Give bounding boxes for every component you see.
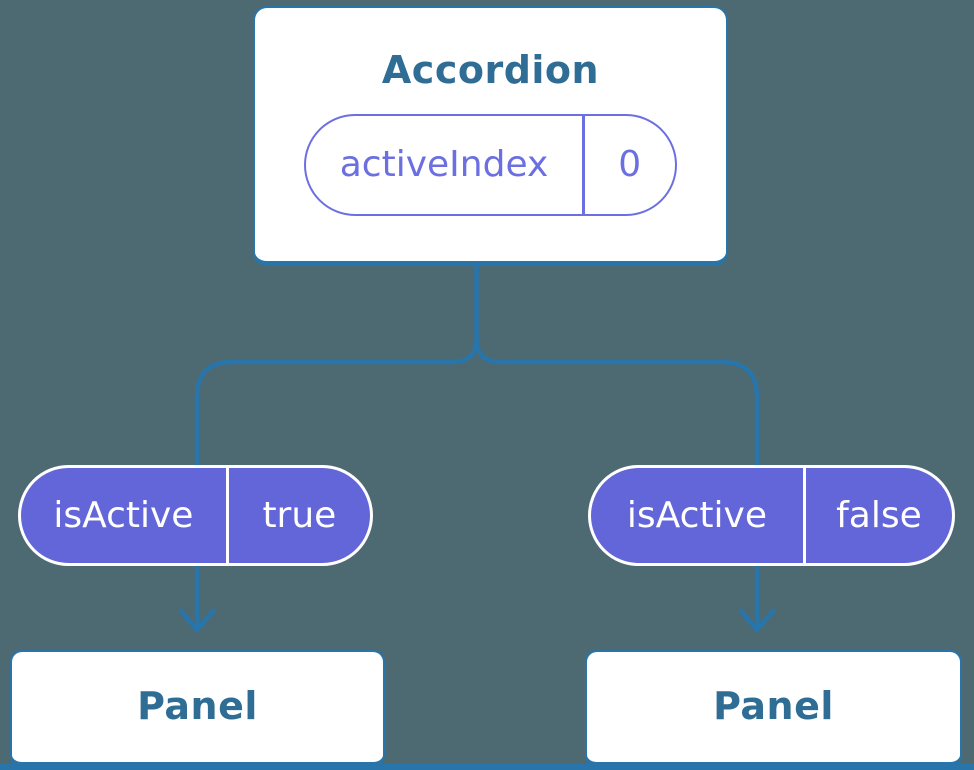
panel-card-right: Panel (585, 650, 962, 767)
pill-divider (225, 468, 229, 563)
parent-child-connector (194, 255, 760, 631)
prop-pill-value: false (836, 494, 922, 536)
pill-divider (582, 115, 585, 214)
panel-card-left: Panel (10, 650, 385, 767)
state-pill-name: activeIndex (339, 143, 549, 185)
pill-divider (802, 468, 806, 563)
accordion-card: Accordion activeIndex 0 (253, 6, 728, 266)
prop-pill-isactive-false: isActive false (588, 465, 955, 566)
state-pill-activeindex: activeIndex 0 (304, 113, 677, 216)
prop-pill-name: isActive (626, 494, 767, 536)
bottom-edge-line (0, 764, 974, 770)
prop-pill-name: isActive (53, 494, 194, 536)
prop-pill-value: true (262, 494, 337, 536)
prop-pill-isactive-true: isActive true (18, 465, 373, 566)
accordion-title: Accordion (381, 48, 600, 92)
arrow-down-icon-right (738, 608, 776, 633)
panel-title: Panel (713, 684, 834, 729)
state-pill-value: 0 (618, 143, 642, 185)
panel-title: Panel (137, 684, 258, 729)
arrow-down-icon-left (178, 608, 216, 633)
